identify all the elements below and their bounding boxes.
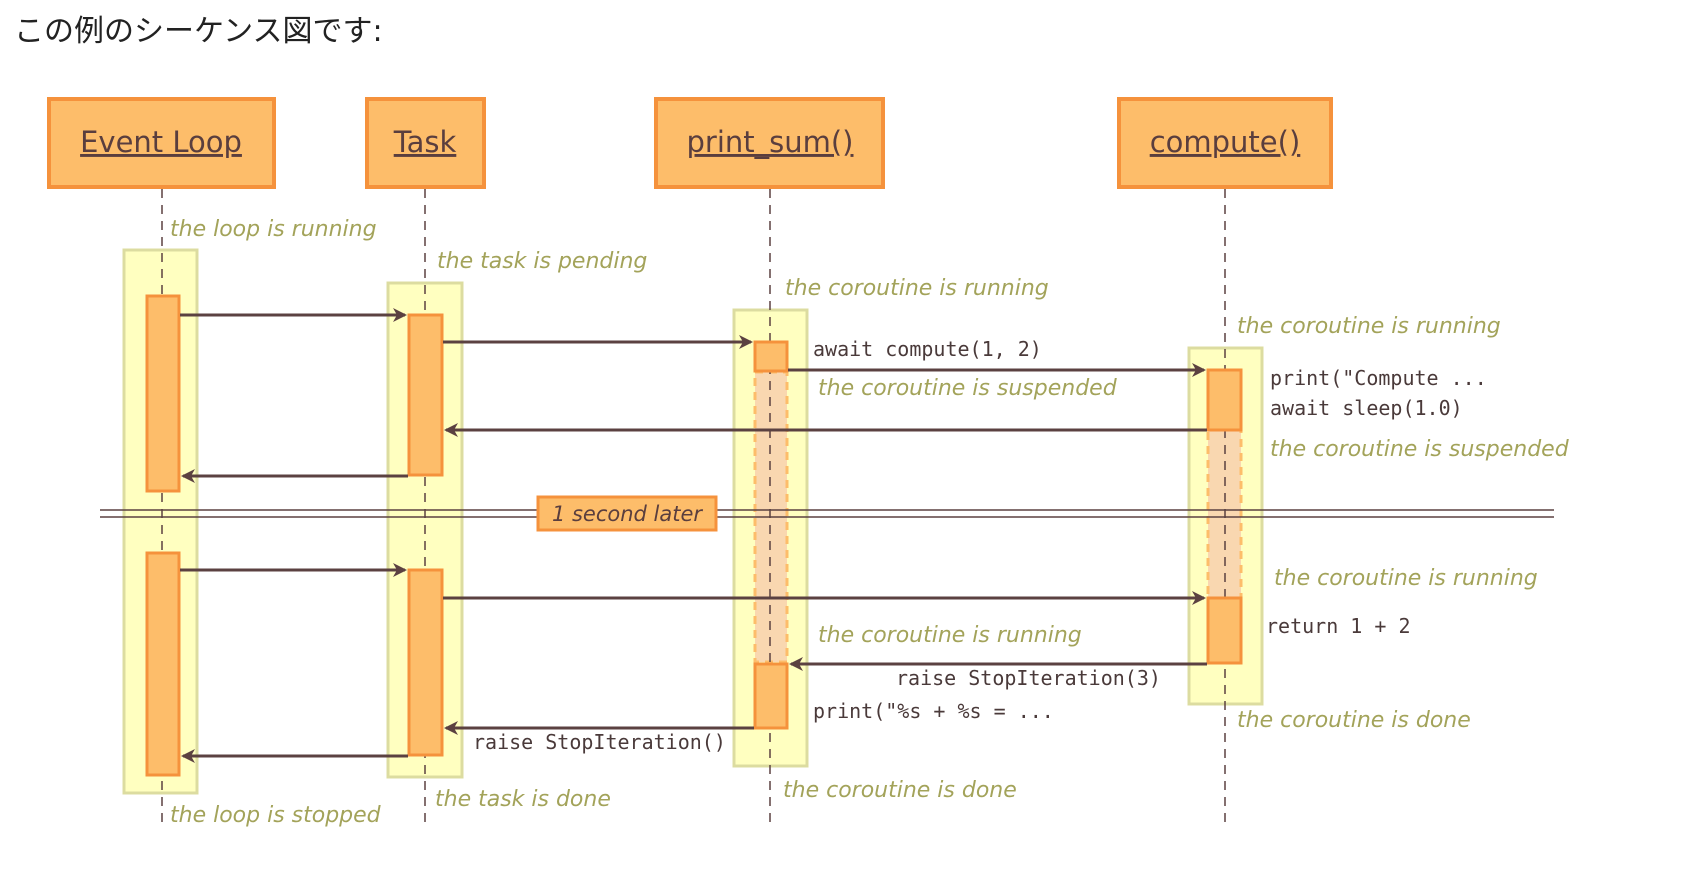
code-await-sleep: await sleep(1.0): [1270, 396, 1463, 420]
annotation-task-done: the task is done: [435, 787, 611, 812]
participant-task-box: [365, 97, 486, 189]
participant-event-loop-label: Event Loop: [80, 125, 242, 159]
code-raise-stop-iteration: raise StopIteration(): [473, 730, 726, 754]
code-await-compute: await compute(1, 2): [813, 337, 1042, 361]
compute-activation-2: [1206, 596, 1243, 665]
annotation-compute-done: the coroutine is done: [1237, 708, 1471, 733]
event-loop-activation-2: [145, 551, 181, 777]
participant-task-label: Task: [393, 125, 457, 159]
compute-activation-1: [1206, 368, 1243, 432]
participant-print-sum-label: print_sum(): [686, 125, 853, 159]
participant-print-sum-box: [654, 97, 885, 189]
annotation-loop-stopped: the loop is stopped: [170, 803, 382, 828]
print-sum-activation-1: [753, 340, 789, 373]
annotation-print-sum-suspended: the coroutine is suspended: [818, 376, 1118, 401]
annotation-print-sum-done: the coroutine is done: [783, 778, 1017, 803]
participant-compute-label: compute(): [1150, 125, 1301, 159]
code-raise-stop-iteration-3: raise StopIteration(3): [896, 666, 1161, 690]
event-loop-activation-1: [145, 294, 181, 493]
annotation-compute-running-1: the coroutine is running: [1237, 314, 1501, 339]
annotation-compute-running-2: the coroutine is running: [1274, 566, 1538, 591]
time-separator-label: 1 second later: [552, 502, 703, 526]
code-return-sum: return 1 + 2: [1266, 614, 1411, 638]
annotation-print-sum-running-1: the coroutine is running: [785, 276, 1049, 301]
annotation-task-pending: the task is pending: [437, 249, 647, 274]
intro-text: この例のシーケンス図です:: [14, 14, 383, 49]
annotation-print-sum-running-2: the coroutine is running: [818, 623, 1082, 648]
annotation-compute-suspended: the coroutine is suspended: [1270, 437, 1570, 462]
participant-compute-box: [1117, 97, 1333, 189]
task-activation-1: [407, 313, 444, 477]
annotation-loop-running: the loop is running: [170, 217, 377, 242]
print-sum-activation-2: [753, 662, 789, 730]
participant-event-loop-box: [47, 97, 276, 189]
task-activation-2: [407, 568, 444, 757]
code-print-compute: print("Compute ...: [1270, 366, 1487, 390]
time-separator-label-box: [536, 495, 718, 532]
code-print-sum-line: print("%s + %s = ...: [813, 699, 1054, 723]
